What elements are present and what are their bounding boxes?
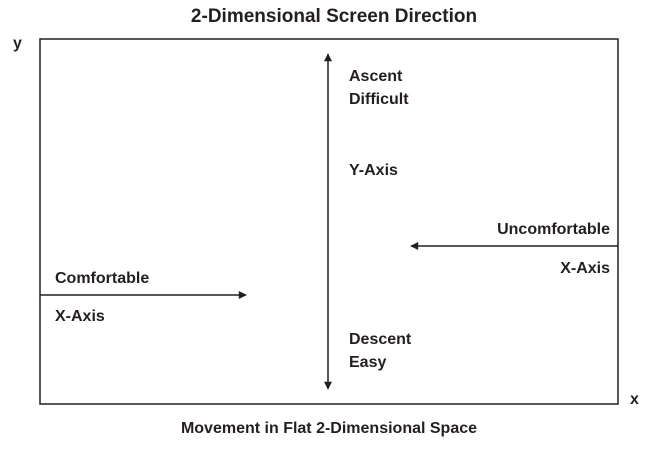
difficult-label: Difficult xyxy=(349,91,409,108)
ascent-label: Ascent xyxy=(349,68,403,85)
diagram-title: 2-Dimensional Screen Direction xyxy=(191,6,477,27)
left-x-axis-label: X-Axis xyxy=(55,308,105,325)
right-x-axis-label: X-Axis xyxy=(560,260,610,277)
diagram-caption: Movement in Flat 2-Dimensional Space xyxy=(181,420,477,437)
comfortable-label: Comfortable xyxy=(55,270,149,287)
easy-label: Easy xyxy=(349,354,386,371)
y-corner-label: y xyxy=(13,35,22,52)
descent-label: Descent xyxy=(349,331,412,348)
uncomfortable-label: Uncomfortable xyxy=(497,221,610,238)
x-corner-label: x xyxy=(630,391,639,408)
y-axis-label: Y-Axis xyxy=(349,162,398,179)
screen-frame xyxy=(39,38,619,405)
